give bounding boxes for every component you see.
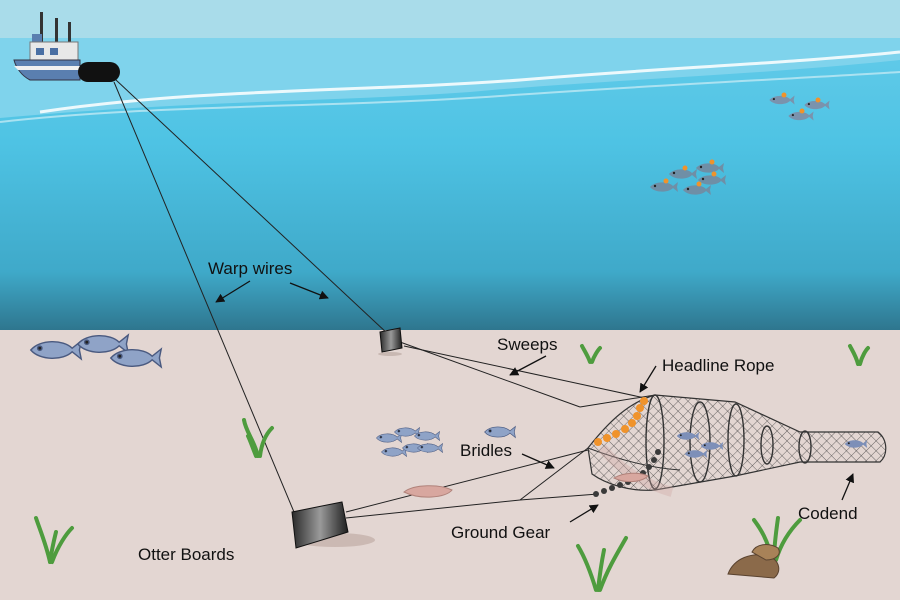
orange-dots-mid bbox=[663, 159, 717, 187]
bridle-lower-b bbox=[519, 493, 599, 501]
label-bridles: Bridles bbox=[460, 441, 512, 460]
arrow-headline-rope bbox=[639, 365, 657, 393]
flatfish-in-net bbox=[612, 472, 649, 483]
label-otter-boards: Otter Boards bbox=[138, 545, 235, 564]
sweep-upper-b bbox=[403, 345, 646, 399]
arrow-ground-gear bbox=[569, 504, 599, 523]
arrow-sweeps bbox=[509, 355, 547, 376]
label-warp-wires: Warp wires bbox=[208, 259, 293, 278]
otter-board-lower bbox=[291, 501, 375, 549]
label-arrows bbox=[215, 280, 854, 523]
arrow-warp-right bbox=[289, 282, 329, 300]
water-surface bbox=[0, 38, 900, 118]
sweep-lower bbox=[345, 499, 521, 519]
headline-floats bbox=[594, 397, 648, 446]
surface-wave bbox=[39, 50, 900, 114]
arrow-warp-left bbox=[215, 280, 251, 303]
orange-dots-top bbox=[781, 92, 821, 114]
label-sweeps: Sweeps bbox=[497, 335, 558, 354]
trawler-boat bbox=[13, 12, 120, 82]
flatfish bbox=[403, 485, 453, 498]
rocks bbox=[727, 544, 780, 579]
label-ground-gear: Ground Gear bbox=[451, 523, 551, 542]
label-codend: Codend bbox=[798, 504, 858, 523]
sky bbox=[0, 0, 900, 40]
warp-wire-right bbox=[115, 79, 389, 335]
bridle-lower bbox=[345, 449, 589, 513]
label-headline-rope: Headline Rope bbox=[662, 356, 775, 375]
arrow-codend bbox=[841, 473, 854, 501]
bridle-connector bbox=[519, 447, 589, 501]
arrow-bridles bbox=[521, 453, 555, 469]
otter-board-upper bbox=[378, 327, 403, 356]
bridle-upper bbox=[579, 394, 656, 408]
sweep-upper bbox=[399, 341, 581, 408]
